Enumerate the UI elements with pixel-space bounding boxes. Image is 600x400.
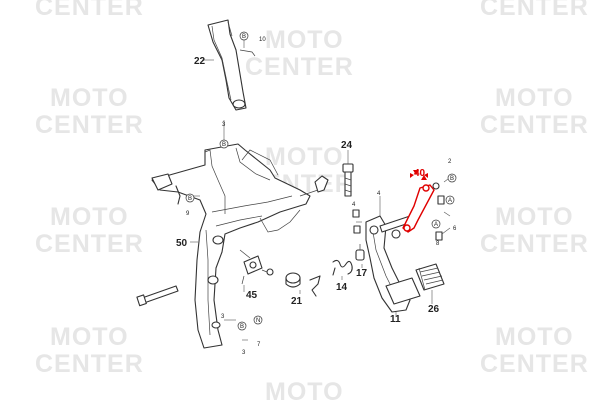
watermark-line1: MOTO (495, 203, 574, 231)
part-40-rod-highlighted[interactable] (402, 184, 435, 233)
ref-label: 3 (242, 350, 246, 356)
circle-marker-b: B (185, 193, 195, 203)
part-17-pin[interactable] (355, 244, 365, 261)
circle-marker-b: B (219, 139, 229, 149)
svg-text:B: B (450, 176, 454, 182)
watermark-line1: MOTO (265, 378, 344, 400)
watermark-tile: MOTO (265, 143, 344, 171)
watermark-tile: CENTER (35, 230, 144, 258)
callout-11: 11 (390, 314, 401, 325)
small-labels: 10 3 9 2 4 4 8 6 3 7 3 (186, 37, 457, 356)
svg-text:N: N (256, 318, 260, 324)
small-pin[interactable] (266, 268, 274, 276)
part-21-cap[interactable] (285, 272, 301, 288)
ref-label: 9 (186, 211, 190, 217)
watermark-line1: MOTO (50, 323, 129, 351)
ref-label: 4 (352, 202, 356, 208)
watermark-line1: MOTO (495, 323, 574, 351)
watermark-line1: MOTO (50, 84, 129, 112)
callout-40: 40 (414, 168, 426, 179)
callout-17: 17 (356, 268, 368, 279)
watermark-line2: CENTER (35, 111, 144, 139)
watermark-line1: MOTO (495, 84, 574, 112)
callout-labels: 22 24 40 50 45 21 14 17 11 26 (176, 56, 440, 325)
watermark-line2: CENTER (245, 53, 354, 81)
small-washer-right[interactable] (432, 182, 445, 241)
callout-50: 50 (176, 238, 188, 249)
watermark-line2: CENTER (480, 0, 589, 21)
circle-marker-n: N (253, 315, 263, 325)
ref-label: 6 (453, 226, 457, 232)
circle-marker-a: A (431, 219, 441, 229)
watermark-tile: CENTER (35, 111, 144, 139)
ref-label: 8 (436, 241, 440, 247)
watermark-line1: MOTO (265, 26, 344, 54)
svg-text:B: B (242, 34, 246, 40)
ref-label: 4 (377, 191, 381, 197)
watermark-line2: CENTER (35, 230, 144, 258)
watermark-line2: CENTER (35, 0, 144, 21)
part-45-assembly[interactable] (239, 249, 273, 285)
circle-marker-a: A (445, 195, 455, 205)
watermark-tile: MOTO (50, 203, 129, 231)
watermark-line2: CENTER (480, 230, 589, 258)
watermark-tile: MOTO (50, 84, 129, 112)
callout-21: 21 (291, 296, 303, 307)
ref-label: 3 (222, 122, 226, 128)
watermark-line2: CENTER (480, 111, 589, 139)
callout-22: 22 (194, 56, 206, 67)
ref-label: 2 (448, 159, 452, 165)
watermark-line2: CENTER (35, 350, 144, 378)
part-26-pedal-pad[interactable] (415, 263, 445, 291)
svg-text:B: B (222, 142, 226, 148)
spring-clip[interactable] (309, 275, 321, 297)
watermark-line2: CENTER (480, 350, 589, 378)
watermark-tile: CENTER (480, 0, 589, 21)
watermark-layer: CENTER CENTER MOTO CENTER MOTO CENTER MO… (35, 0, 589, 400)
watermark-tile: CENTER (35, 0, 144, 21)
bracket-left-small[interactable] (175, 185, 181, 205)
watermark-tile: MOTO (495, 323, 574, 351)
part-22-bracket[interactable] (207, 19, 256, 111)
callout-45: 45 (246, 290, 258, 301)
callout-14: 14 (336, 282, 348, 293)
watermark-tile: CENTER (480, 111, 589, 139)
circle-marker-b: B (239, 31, 249, 41)
watermark-tile: CENTER (35, 350, 144, 378)
part-40-marker (410, 170, 428, 180)
circle-marker-b: B (447, 173, 457, 183)
watermark-tile: MOTO (265, 26, 344, 54)
ref-label: 7 (257, 342, 261, 348)
watermark-tile: CENTER (480, 350, 589, 378)
watermark-tile: CENTER (480, 230, 589, 258)
bolt-left[interactable] (136, 285, 179, 307)
watermark-line1: MOTO (265, 143, 344, 171)
callout-26: 26 (428, 304, 440, 315)
ref-label: 10 (259, 37, 266, 43)
circle-marker-b: B (237, 321, 247, 331)
watermark-tile: MOTO (495, 203, 574, 231)
part-24-bolt[interactable] (342, 163, 354, 197)
watermark-tile: CENTER (245, 53, 354, 81)
circled-markers: B B B B B A A N (185, 31, 457, 331)
part-14-spring[interactable] (332, 259, 353, 276)
watermark-line1: MOTO (50, 203, 129, 231)
callout-24: 24 (341, 140, 353, 151)
svg-text:A: A (448, 198, 452, 204)
small-bolt-a[interactable] (352, 209, 361, 234)
part-11-pedal-arm[interactable] (365, 215, 421, 313)
watermark-tile: MOTO (265, 378, 344, 400)
ref-label: 3 (221, 314, 225, 320)
svg-text:A: A (434, 222, 438, 228)
watermark-tile: MOTO (50, 323, 129, 351)
svg-text:B: B (240, 324, 244, 330)
svg-text:B: B (188, 196, 192, 202)
watermark-tile: MOTO (495, 84, 574, 112)
